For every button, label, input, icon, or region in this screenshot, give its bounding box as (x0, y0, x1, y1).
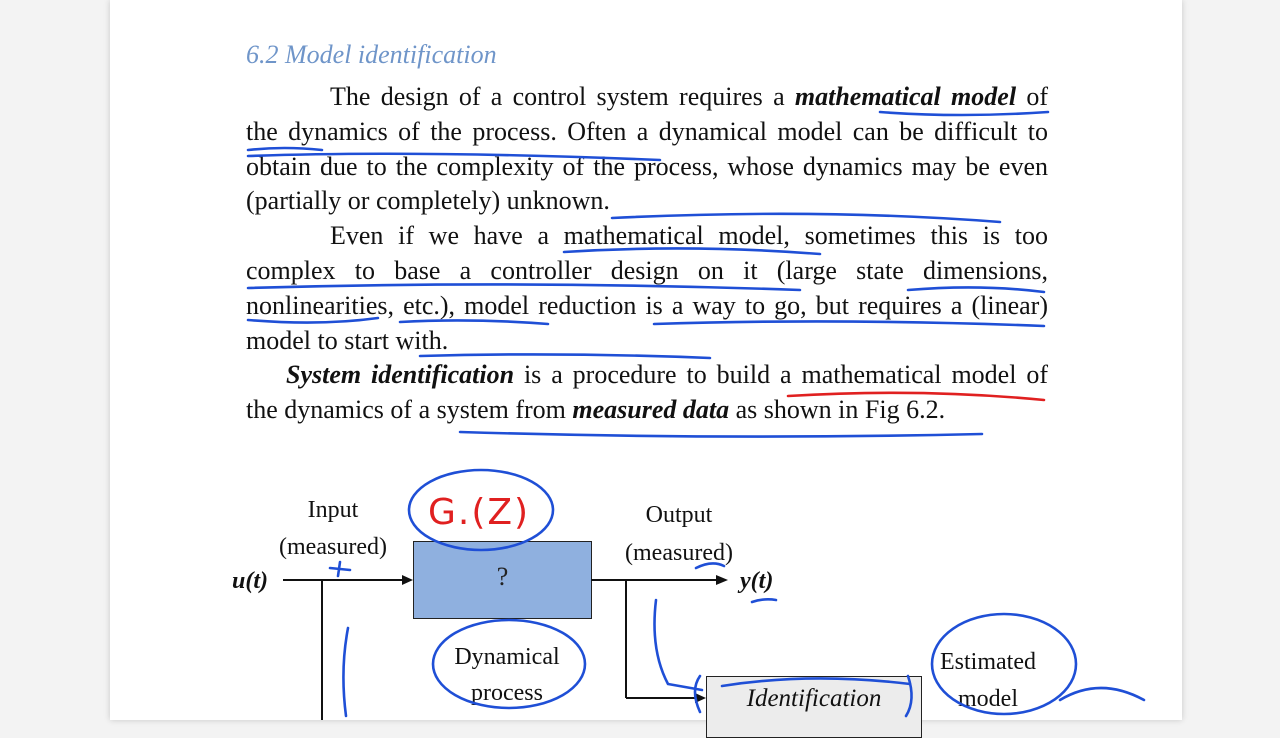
ink-arrow-to-ident (653, 598, 704, 692)
ink-extra-circle (1058, 686, 1146, 702)
process-block: ? (413, 541, 592, 619)
paragraph-1: The design of a control system requires … (246, 80, 1048, 219)
underline-nonlinearities (398, 319, 550, 326)
output-sub-label: (measured) (625, 540, 733, 566)
ink-identification-left (693, 674, 702, 714)
diagram-and-ink-overlay (246, 110, 1146, 720)
underline-mathematical (878, 110, 1050, 117)
diagram-connectors (283, 575, 728, 720)
output-label: Output (645, 502, 713, 528)
p3-text-d: as shown in Fig 6.2. (729, 395, 946, 425)
underline-model (246, 146, 324, 152)
p3-text-b: is a procedure to build a mathematical m… (246, 360, 1049, 425)
section-heading: 6.2 Model identification (246, 40, 497, 69)
body-text: The design of a control system requires … (246, 80, 1048, 428)
handwritten-transfer-function: G.(Z) (428, 492, 531, 533)
identification-label: Identification (746, 685, 882, 712)
process-unknown-symbol: ? (496, 562, 509, 591)
underline-partially (610, 212, 1002, 224)
ink-output-mark (694, 562, 726, 570)
p3-term: System identification (286, 360, 515, 390)
underline-build-model (786, 391, 1046, 402)
underline-too-complex (246, 283, 802, 292)
output-arrowhead (716, 575, 728, 585)
ink-identification-top (720, 677, 912, 688)
output-signal-label: y(t) (740, 568, 774, 594)
process-name-line1: Dynamical (454, 644, 560, 670)
p1-emphasis: mathematical model (794, 82, 1017, 111)
ink-y-underline (750, 598, 778, 604)
input-arrowhead (402, 575, 413, 585)
underline-math-model (562, 247, 822, 256)
underline-large-state (906, 286, 1046, 294)
underline-linear-model (418, 353, 712, 360)
underline-model-reduction (652, 320, 1046, 328)
estimated-model-line1: Estimated (940, 649, 1036, 675)
ink-input-mark (328, 560, 352, 578)
p3-emphasis: measured data (572, 395, 730, 425)
circle-dynamical-process (431, 618, 587, 710)
p1-text-c: of the dynamics of the process. Often a … (246, 82, 1048, 216)
p1-text-a: The design of a control system requires … (330, 82, 795, 111)
circle-estimated-model (930, 612, 1078, 716)
red-annotations (786, 391, 1046, 402)
input-signal-label: u(t) (232, 568, 268, 594)
underline-measured-data (458, 430, 984, 438)
ident-arrowhead (695, 693, 706, 703)
circle-g-z (407, 468, 555, 552)
paragraph-3: System identification is a procedure to … (246, 358, 1048, 428)
input-label: Input (307, 497, 359, 523)
paragraph-2: Even if we have a mathematical model, so… (246, 221, 1048, 355)
ink-identification-right (904, 674, 913, 718)
ink-input-stroke (342, 626, 350, 718)
underline-dimensions (246, 316, 380, 324)
underline-difficult (246, 152, 662, 162)
process-name-line2: process (471, 680, 543, 706)
input-sub-label: (measured) (279, 534, 387, 560)
document-page (110, 0, 1182, 720)
blue-annotations (246, 110, 1146, 718)
